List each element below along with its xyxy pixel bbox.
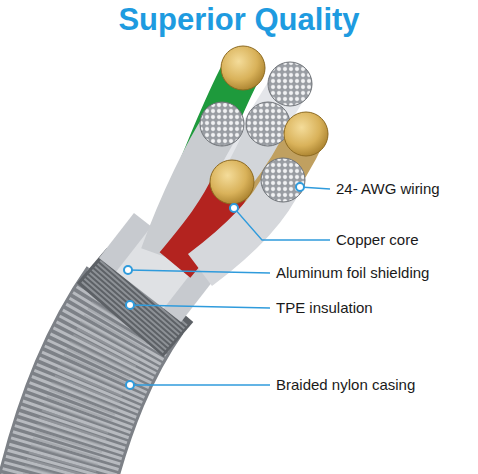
braided-casing	[55, 300, 135, 474]
title: Superior Quality	[0, 2, 478, 38]
conductors	[200, 46, 328, 204]
leader-lines	[128, 187, 330, 385]
callout-label: TPE insulation	[276, 299, 373, 317]
callout-label: Copper core	[336, 231, 419, 249]
leader-dots	[124, 183, 304, 389]
callout-label: Braided nylon casing	[276, 376, 415, 394]
callout-label: 24- AWG wiring	[336, 180, 440, 198]
callout-label: Aluminum foil shielding	[276, 264, 429, 282]
